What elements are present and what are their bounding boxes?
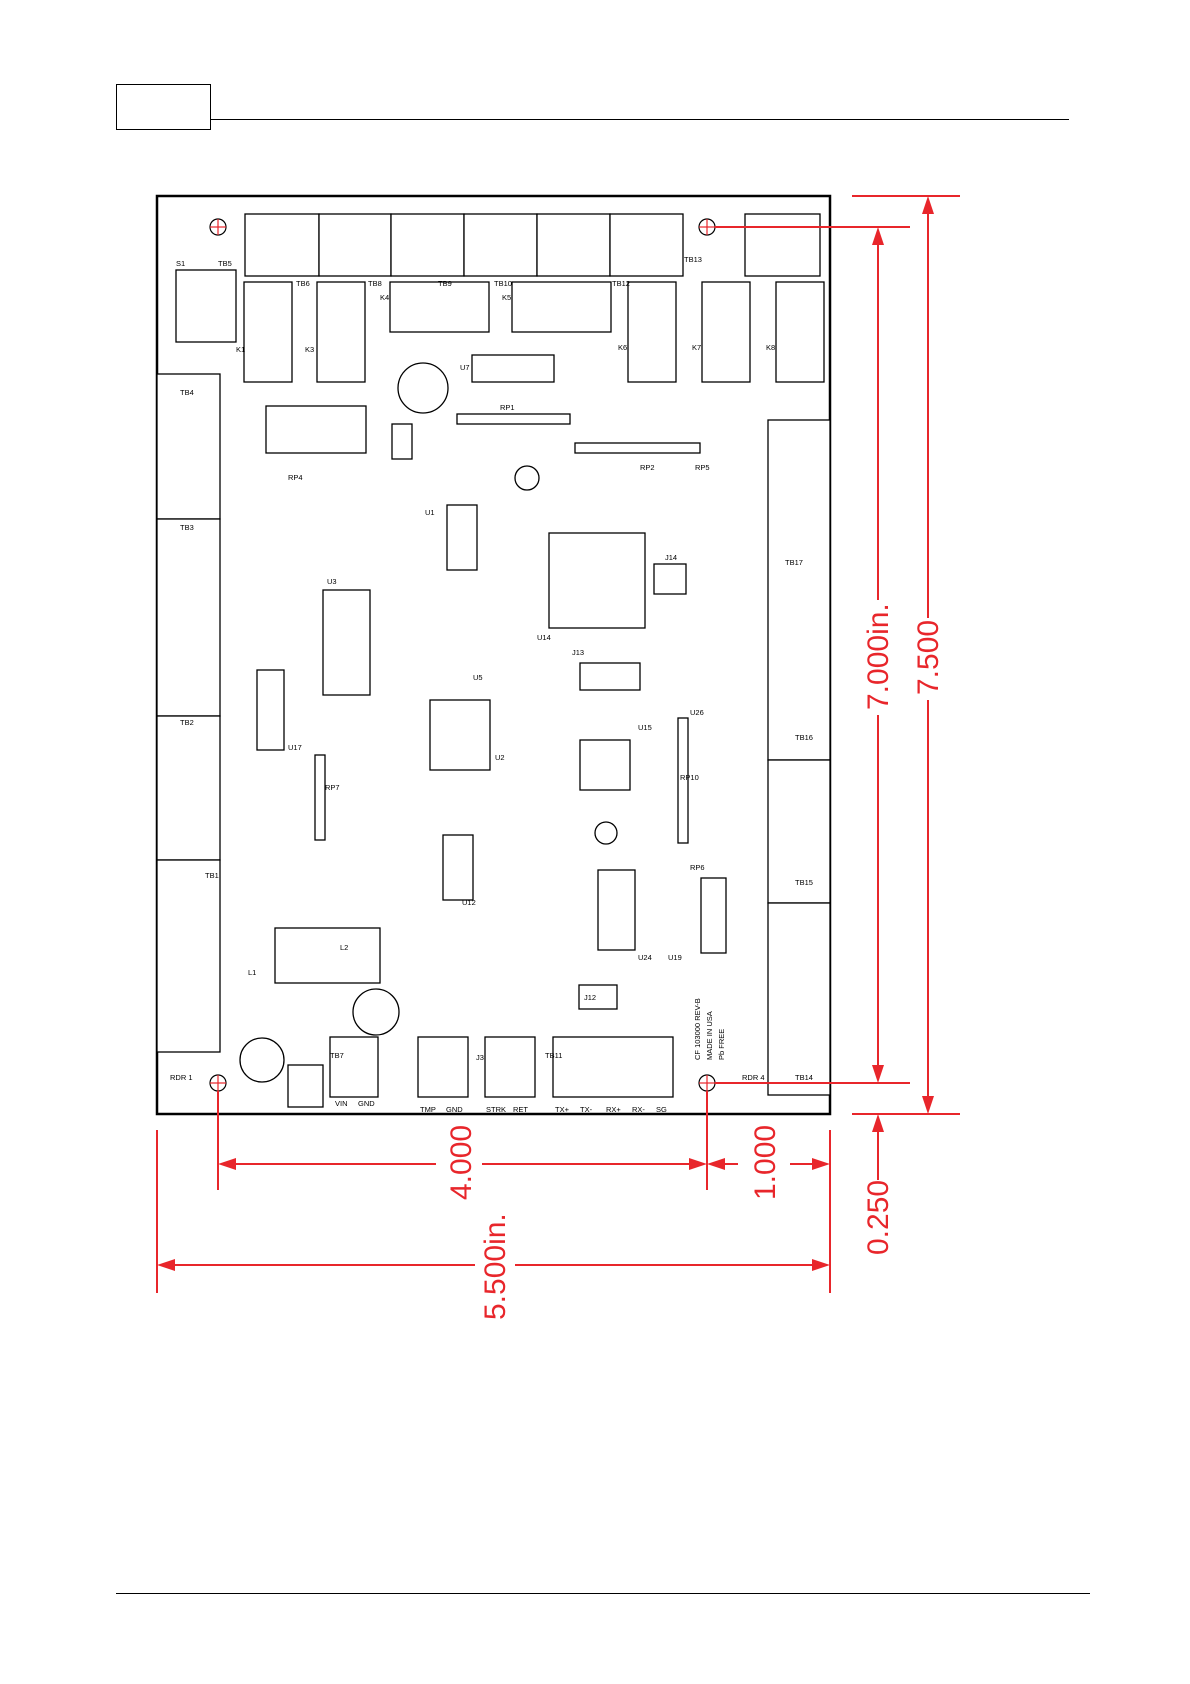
label-u1: U1 bbox=[425, 508, 435, 517]
label-k6: K6 bbox=[618, 343, 627, 352]
label-j14: J14 bbox=[665, 553, 677, 562]
label-l1: L1 bbox=[248, 968, 256, 977]
label-tb7: TB7 bbox=[330, 1051, 344, 1060]
label-rdr1: RDR 1 bbox=[170, 1073, 193, 1082]
label-tb6: TB6 bbox=[296, 279, 310, 288]
label-tb11: TB11 bbox=[545, 1051, 562, 1060]
label-u26: U26 bbox=[690, 708, 704, 717]
label-tb2: TB2 bbox=[180, 718, 194, 727]
label-u2: U2 bbox=[495, 753, 505, 762]
label-l2: L2 bbox=[340, 943, 348, 952]
switch-s1 bbox=[175, 269, 237, 343]
label-k4: K4 bbox=[380, 293, 389, 302]
dim-7000: 7.000in. bbox=[862, 603, 895, 710]
label-gnd-1: GND bbox=[358, 1099, 375, 1108]
label-rdr4: RDR 4 bbox=[742, 1073, 765, 1082]
label-tb15: TB15 bbox=[795, 878, 813, 887]
label-ret: RET bbox=[513, 1105, 528, 1114]
label-rx-minus: RX- bbox=[632, 1105, 645, 1114]
left-terminal-blocks bbox=[156, 373, 221, 1053]
label-tb4: TB4 bbox=[180, 388, 194, 397]
label-rp2: RP2 bbox=[640, 463, 655, 472]
label-tb9: TB9 bbox=[438, 279, 452, 288]
label-rp1: RP1 bbox=[500, 403, 515, 412]
label-u12: U12 bbox=[462, 898, 476, 907]
label-tb16: TB16 bbox=[795, 733, 813, 742]
label-tb10: TB10 bbox=[494, 279, 512, 288]
label-tb5: TB5 bbox=[218, 259, 232, 268]
label-tmp: TMP bbox=[420, 1105, 436, 1114]
label-rp10: RP10 bbox=[680, 773, 699, 782]
silk-rev: CF 103000 REV-B bbox=[693, 998, 702, 1060]
label-j12: J12 bbox=[584, 993, 596, 1002]
label-u3: U3 bbox=[327, 577, 337, 586]
label-u5: U5 bbox=[473, 673, 483, 682]
dimension-labels: 4.000 1.000 5.500in. 7.000in. 7.500 0.25… bbox=[445, 603, 945, 1320]
silk-pb: Pb FREE bbox=[717, 1029, 726, 1060]
label-k1: K1 bbox=[236, 345, 245, 354]
label-u14: U14 bbox=[537, 633, 551, 642]
label-k5: K5 bbox=[502, 293, 511, 302]
label-k7: K7 bbox=[692, 343, 701, 352]
label-j3: J3 bbox=[476, 1053, 484, 1062]
label-rp7: RP7 bbox=[325, 783, 340, 792]
components bbox=[239, 354, 727, 1108]
top-terminal-blocks bbox=[244, 213, 821, 277]
board-labels: S1 TB5 TB6 TB8 TB9 TB10 TB12 TB13 K1 K3 … bbox=[170, 255, 813, 1114]
dim-1000: 1.000 bbox=[749, 1125, 782, 1200]
label-sg: SG bbox=[656, 1105, 667, 1114]
label-u15: U15 bbox=[638, 723, 652, 732]
dim-5500: 5.500in. bbox=[479, 1213, 512, 1320]
dimension-lines bbox=[156, 195, 960, 1293]
silkscreen-text: CF 103000 REV-B MADE IN USA Pb FREE bbox=[693, 998, 726, 1060]
label-vin: VIN bbox=[335, 1099, 348, 1108]
silk-made: MADE IN USA bbox=[705, 1011, 714, 1060]
label-rp4: RP4 bbox=[288, 473, 303, 482]
label-k3: K3 bbox=[305, 345, 314, 354]
label-j13: J13 bbox=[572, 648, 584, 657]
label-u24: U24 bbox=[638, 953, 652, 962]
label-tb13: TB13 bbox=[684, 255, 702, 264]
label-s1: S1 bbox=[176, 259, 185, 268]
header-rule bbox=[211, 119, 1069, 120]
label-tx-minus: TX- bbox=[580, 1105, 593, 1114]
label-rx-plus: RX+ bbox=[606, 1105, 621, 1114]
label-tx-plus: TX+ bbox=[555, 1105, 570, 1114]
label-tb12: TB12 bbox=[612, 279, 630, 288]
page-number-box bbox=[116, 84, 211, 130]
label-tb8: TB8 bbox=[368, 279, 382, 288]
label-rp6: RP6 bbox=[690, 863, 705, 872]
dim-0250: 0.250 bbox=[862, 1180, 895, 1255]
footer-rule bbox=[116, 1593, 1090, 1594]
label-u19: U19 bbox=[668, 953, 682, 962]
label-u17: U17 bbox=[288, 743, 302, 752]
dim-7500: 7.500 bbox=[912, 620, 945, 695]
label-gnd-2: GND bbox=[446, 1105, 463, 1114]
dim-4000: 4.000 bbox=[445, 1125, 478, 1200]
label-tb3: TB3 bbox=[180, 523, 194, 532]
right-terminal-blocks bbox=[767, 419, 831, 1096]
relays bbox=[243, 281, 825, 454]
label-tb14: TB14 bbox=[795, 1073, 813, 1082]
label-rp5: RP5 bbox=[695, 463, 710, 472]
label-strk: STRK bbox=[486, 1105, 506, 1114]
label-tb17: TB17 bbox=[785, 558, 803, 567]
label-tb1: TB1 bbox=[205, 871, 219, 880]
label-k8: K8 bbox=[766, 343, 775, 352]
label-u7: U7 bbox=[460, 363, 470, 372]
